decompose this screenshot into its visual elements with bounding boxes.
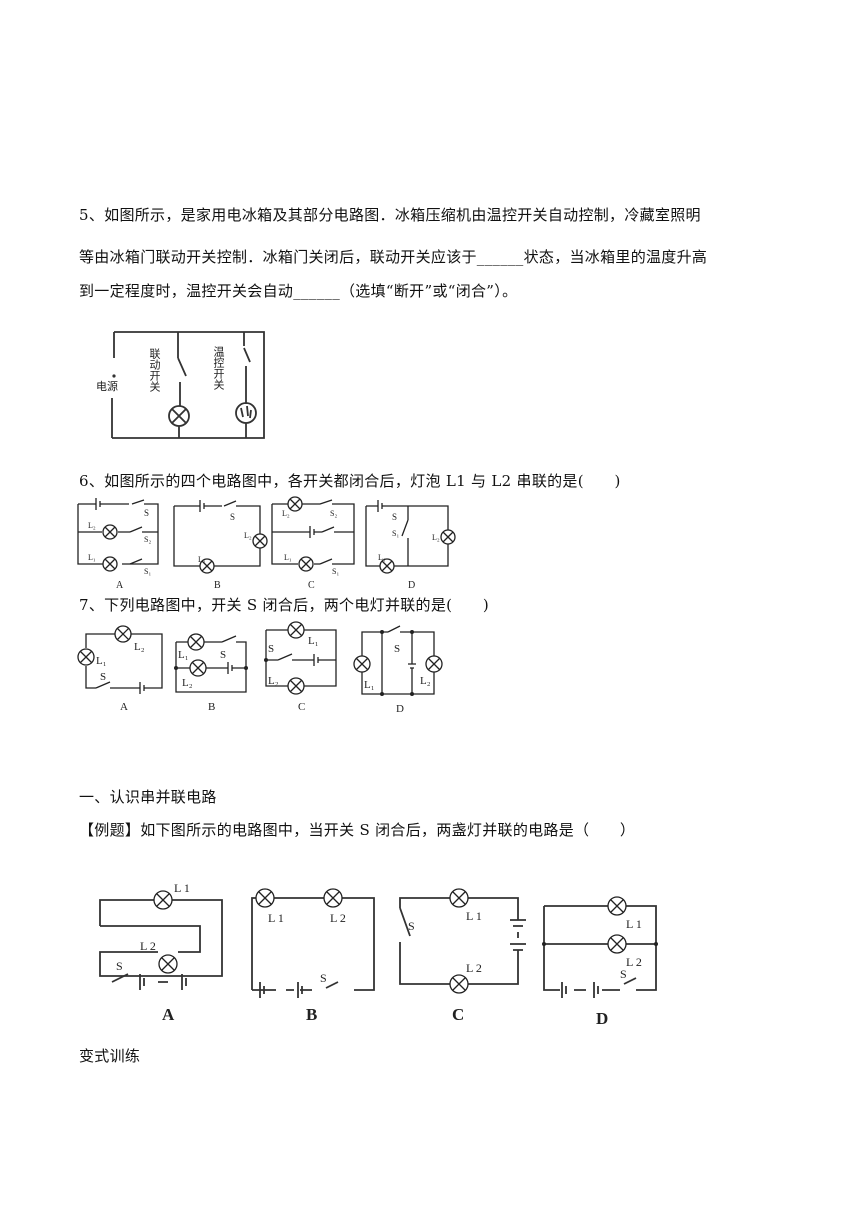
q7-d-l1-label: L₁ [364,679,375,691]
example-a-l1-label: L 1 [174,881,190,895]
q6-b-l1-label: L₁ [198,555,206,564]
q6-c-l1-label: L₁ [284,553,292,562]
q6-circuit-d: S S₁ L₂ L₁ D [365,500,456,591]
q7-d-s-label: S [394,643,400,655]
example-a-s-label: S [116,959,123,973]
q6-option-a: A [116,580,124,591]
q6-a-s1-label: S₁ [144,567,151,576]
example-option-b: B [306,1005,317,1024]
example-circuit-a: L 1 L 2 S A [99,881,223,1024]
example-circuit-b: L 1 L 2 S B [251,888,375,1024]
q6-circuit-a: S L₂ S₂ L₁ S₁ A [77,498,159,591]
q7-circuit-a: L₂ L₁ S A [77,625,163,713]
q6-circuit-b: S L₂ L₁ B [173,500,268,591]
q7-a-l1-label: L₁ [96,655,107,667]
q5-link-switch-label: 联动开关 [148,348,161,393]
q6-circuits-figure: S L₂ S₂ L₁ S₁ A S L₂ L₁ B L₂ S₂ L₁ S₁ C … [77,496,456,591]
q7-circuit-d: S L₁ L₂ D [353,625,443,715]
example-a-l2-label: L 2 [140,939,156,953]
q6-option-c: C [308,580,315,591]
q7-c-l1-label: L₁ [308,635,319,647]
example-circuits-figure: L 1 L 2 S A L 1 L 2 S B S L 1 L 2 C L 1 … [99,881,658,1028]
q6-b-s-label: S [230,512,235,522]
q7-b-l1-label: L₁ [178,649,189,661]
q6-d-s-label: S [392,512,397,522]
example-option-d: D [596,1009,608,1028]
q7-text: 7、下列电路图中，开关 S 闭合后，两个电灯并联的是( ) [79,596,490,614]
q6-a-s-label: S [144,508,149,518]
q6-option-b: B [214,580,221,591]
q7-circuits-figure: L₂ L₁ S A L₁ S L₂ B L₁ S L₂ C S L₁ L₂ [77,621,443,715]
example-circuit-d: L 1 L 2 S D [542,896,658,1028]
section-title: 一、认识串并联电路 [79,788,217,806]
q5-line-1: 5、如图所示，是家用电冰箱及其部分电路图．冰箱压缩机由温控开关自动控制，冷藏室照… [79,206,701,224]
q5-temp-switch-label: 温控开关 [212,346,225,391]
q6-a-l1-label: L₁ [88,553,96,562]
q7-c-l2-label: L₂ [268,675,279,687]
q5-fridge-circuit-figure: 电源 联动开关 温控开关 [96,331,265,439]
example-b-l2-label: L 2 [330,911,346,925]
q6-a-s2-label: S₂ [144,535,151,544]
q6-a-l2-label: L₂ [88,521,96,530]
example-c-s-label: S [408,919,415,933]
q7-option-d: D [396,703,404,715]
q6-b-l2-label: L₂ [244,531,252,540]
q7-option-a: A [120,701,128,713]
example-d-l2-label: L 2 [626,955,642,969]
q6-text: 6、如图所示的四个电路图中，各开关都闭合后，灯泡 L1 与 L2 串联的是( ) [79,472,621,490]
example-b-l1-label: L 1 [268,911,284,925]
example-d-l1-label: L 1 [626,917,642,931]
q6-circuit-c: L₂ S₂ L₁ S₁ C [271,496,355,591]
example-option-c: C [452,1005,464,1024]
q7-a-s-label: S [100,671,106,683]
q6-c-s1-label: S₁ [332,567,339,576]
q6-d-l1-label: L₁ [378,553,386,562]
example-option-a: A [162,1005,175,1024]
q7-c-s-label: S [268,643,274,655]
example-c-l2-label: L 2 [466,961,482,975]
q7-option-b: B [208,701,215,713]
q7-circuit-b: L₁ S L₂ B [174,633,248,713]
q7-d-l2-label: L₂ [420,675,431,687]
q6-option-d: D [408,580,415,591]
q6-d-s1-label: S₁ [392,529,399,538]
example-b-s-label: S [320,971,327,985]
q5-source-label: 电源 [96,379,118,393]
example-d-s-label: S [620,967,627,981]
q7-circuit-c: L₁ S L₂ C [264,621,337,713]
q6-d-l2-label: L₂ [432,533,440,542]
practice-heading: 变式训练 [79,1047,141,1065]
q6-c-s2-label: S₂ [330,509,337,518]
q5-line-3: 到一定程度时，温控开关会自动______（选填“断开”或“闭合”）。 [79,282,518,300]
q5-line-2: 等由冰箱门联动开关控制．冰箱门关闭后，联动开关应该于______状态，当冰箱里的… [79,248,708,266]
example-text: 【例题】如下图所示的电路图中，当开关 S 闭合后，两盏灯并联的电路是（ ） [79,821,636,839]
q7-a-l2-label: L₂ [134,641,145,653]
q6-c-l2-label: L₂ [282,509,290,518]
example-c-l1-label: L 1 [466,909,482,923]
q7-b-l2-label: L₂ [182,677,193,689]
q7-option-c: C [298,701,305,713]
q7-b-s-label: S [220,649,226,661]
example-circuit-c: S L 1 L 2 C [399,888,526,1024]
